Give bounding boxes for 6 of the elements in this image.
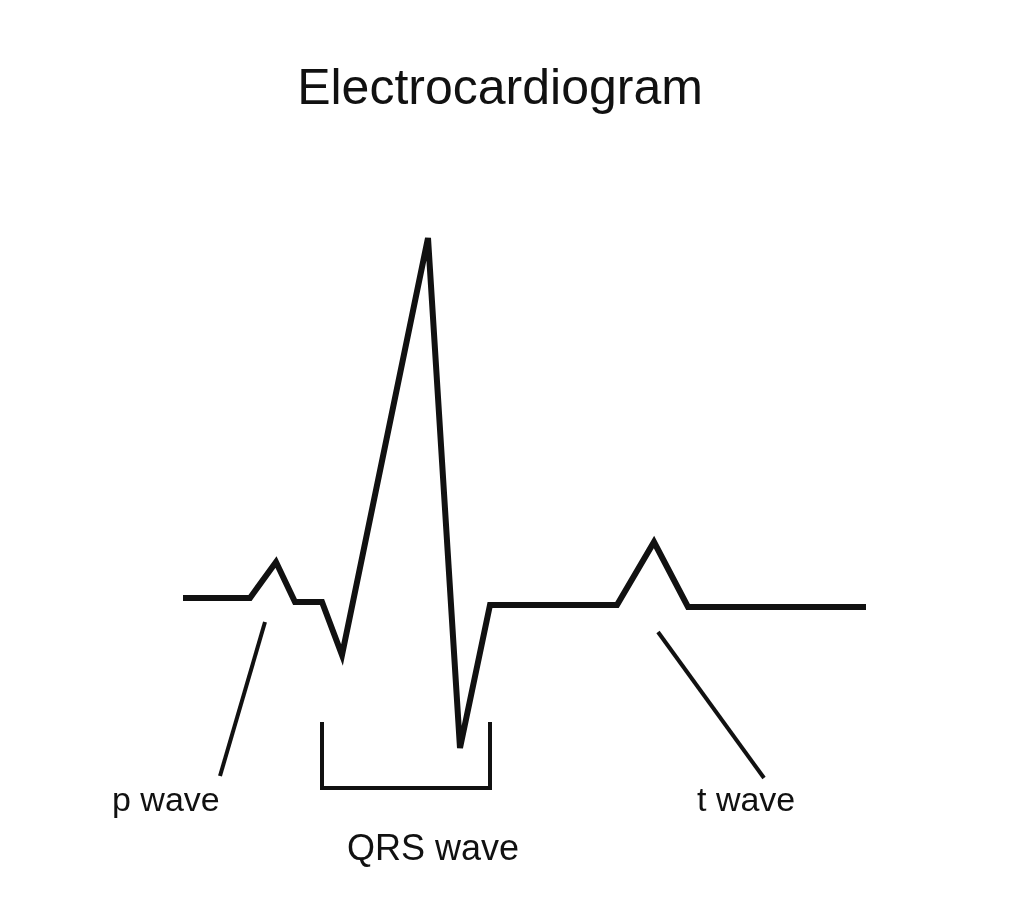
wave-label: QRS wave <box>347 830 520 866</box>
wave-label: t wave <box>697 782 796 816</box>
wave-label: p wave <box>112 782 220 816</box>
leader-line <box>218 621 267 777</box>
title: Electrocardiogram <box>296 62 704 112</box>
leader-line <box>656 630 766 780</box>
